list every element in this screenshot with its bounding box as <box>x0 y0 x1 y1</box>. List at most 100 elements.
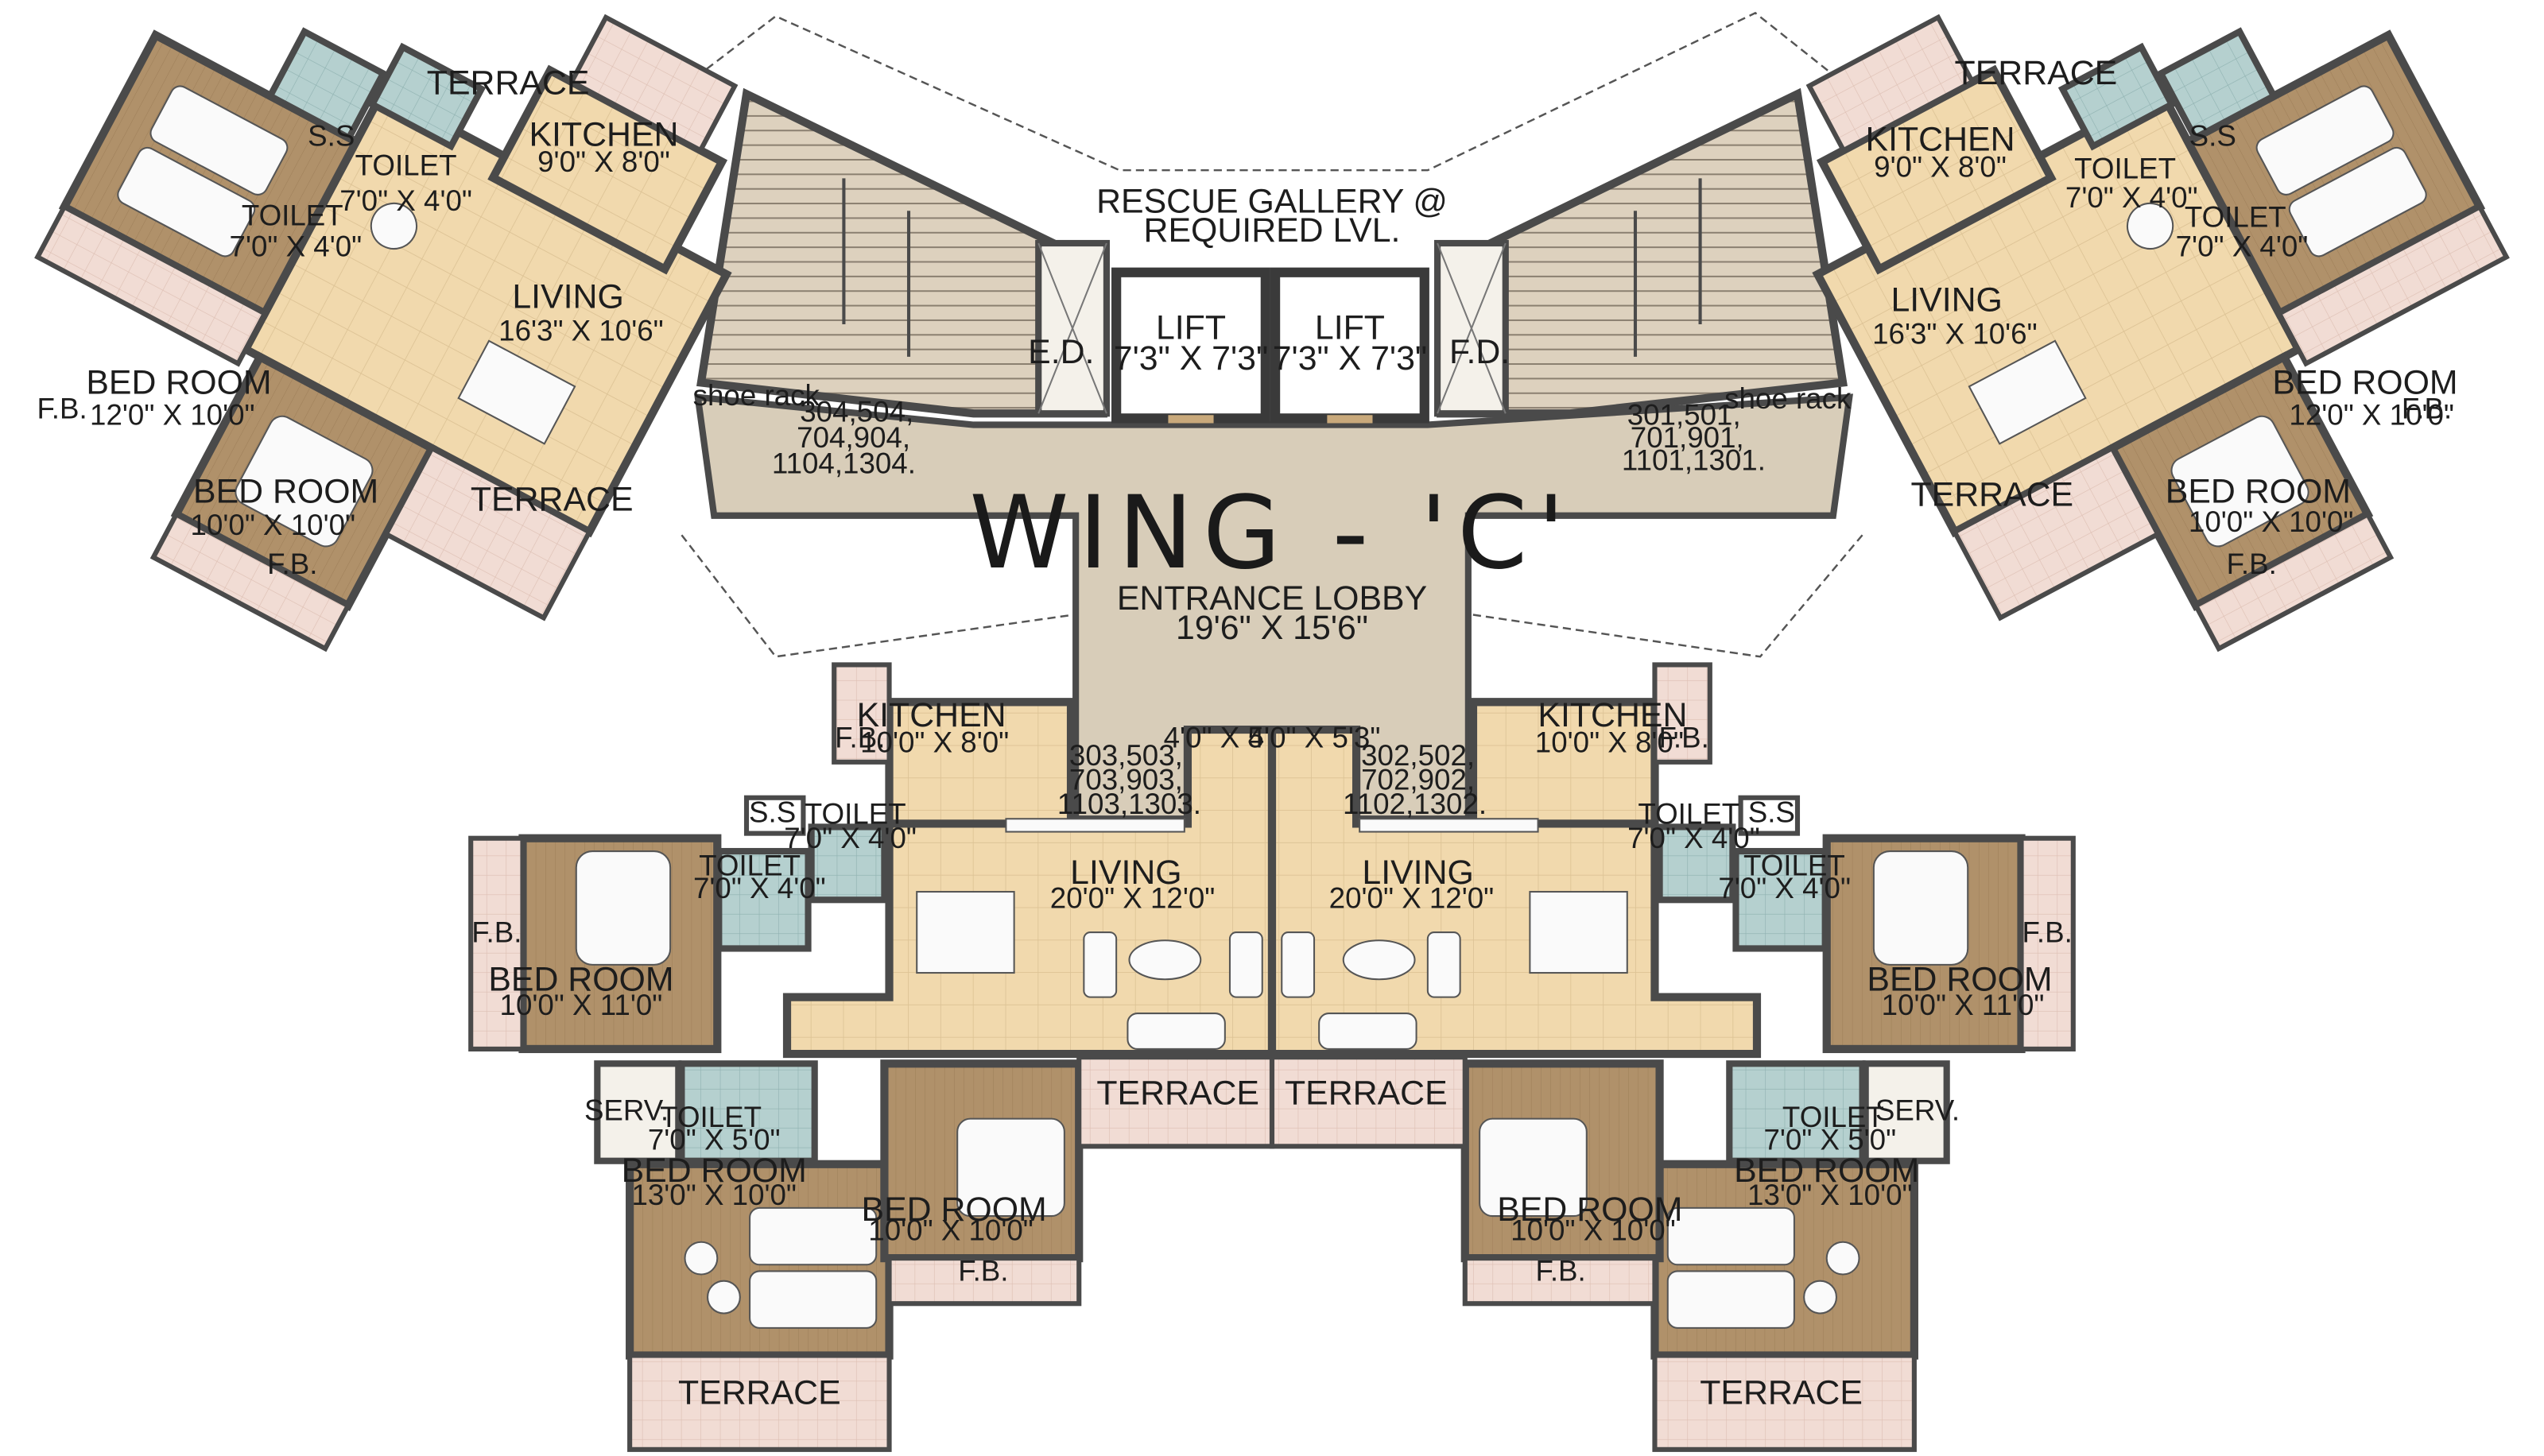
unit-top-left: TERRACE KITCHEN 9'0" X 8'0" S.S TOILET 7… <box>34 14 916 652</box>
tl-shoe-rack: shoe rack <box>693 379 820 412</box>
tr-flats-2: 701,901, <box>1631 421 1744 454</box>
bl-flats-3: 1103,1303. <box>1057 788 1201 820</box>
tr-living-size: 16'3" X 10'6" <box>1872 317 2038 350</box>
bl-toilet-b-size: 7'0" X 4'0" <box>693 872 826 904</box>
bl-kitchen-name: KITCHEN <box>857 696 1006 734</box>
unit-bottom-left: KITCHEN 10'0" X 8'0" 4'0" X 5'3" 303,503… <box>468 662 1296 1452</box>
toilet-bottom-left-c <box>678 1060 818 1164</box>
wing-title: WING - 'C' <box>969 474 1574 591</box>
tr-terrace-bottom: TERRACE <box>1910 476 2073 514</box>
fb-bottom-right-1 <box>2019 835 2076 1051</box>
tl-bed2-name: BED ROOM <box>193 472 378 510</box>
terrace-top-right-upper <box>1805 14 1976 154</box>
bl-bed2-name: BED ROOM <box>622 1152 807 1190</box>
br-toilet-c-name: TOILET <box>1782 1101 1884 1133</box>
bl-bed1-size: 10'0" X 11'0" <box>500 989 663 1021</box>
br-ss: S.S <box>1748 796 1795 828</box>
tl-flats-3: 1104,1304. <box>772 447 916 480</box>
fb-top-right-1 <box>2275 203 2510 367</box>
tr-kitchen-size: 9'0" X 8'0" <box>1874 150 2007 183</box>
tl-terrace-top: TERRACE <box>427 64 590 102</box>
unit-bottom-right: KITCHEN 10'0" X 8'0" 4'0" X 5'3" 302,502… <box>1248 662 2076 1452</box>
tr-terrace-top: TERRACE <box>1955 54 2118 92</box>
tl-toilet-b-name: TOILET <box>355 149 457 181</box>
terrace-bottom-left-2 <box>627 1353 892 1452</box>
toilet-bottom-right-a <box>1656 823 1736 904</box>
terrace-top-left-lower <box>382 444 593 622</box>
tl-bed2-size: 10'0" X 10'0" <box>191 509 356 541</box>
br-toilet-c-size: 7'0" X 5'0" <box>1763 1123 1896 1156</box>
br-toilet-b-size: 7'0" X 4'0" <box>1718 872 1851 904</box>
fb-top-left-1 <box>34 203 269 367</box>
tr-living-name: LIVING <box>1891 281 2002 319</box>
tl-toilet-a-name: TOILET <box>242 199 343 232</box>
bl-flats-1: 303,503, <box>1069 739 1183 772</box>
toilet-top-left-b <box>367 42 487 151</box>
tr-bed2-name: BED ROOM <box>2166 472 2351 510</box>
br-living-size: 20'0" X 12'0" <box>1329 881 1495 914</box>
br-toilet-b-name: TOILET <box>1743 850 1845 882</box>
br-fb1: F.B. <box>2022 916 2073 948</box>
fb-bottom-left-2 <box>832 662 892 765</box>
kitchen-bottom-left <box>885 698 1076 828</box>
tr-bed1-size: 12'0" X 10'0" <box>2289 399 2454 432</box>
rescue-gallery-line1: RESCUE GALLERY @ <box>1096 182 1448 220</box>
tl-toilet-a-size: 7'0" X 4'0" <box>230 230 363 262</box>
bl-fb1: F.B. <box>471 916 522 948</box>
tl-flats-1: 304,504, <box>800 395 913 428</box>
br-terrace-2: TERRACE <box>1700 1374 1863 1412</box>
tl-ss: S.S <box>308 120 355 153</box>
tl-living-name: LIVING <box>512 278 623 316</box>
central-core: LIFT 7'3" X 7'3" LIFT 7'3" X 7'3" E.D. F… <box>665 11 1867 823</box>
terrace-bottom-right-1 <box>1269 1055 1468 1149</box>
bl-fb3: F.B. <box>958 1255 1008 1288</box>
tl-flats-2: 704,904, <box>797 421 910 454</box>
lift-1 <box>1111 267 1270 424</box>
tl-fb1: F.B. <box>37 392 87 424</box>
ss-bottom-left <box>743 795 806 836</box>
lift-2-size: 7'3" X 7'3" <box>1273 339 1427 378</box>
bl-living-name: LIVING <box>1070 854 1181 892</box>
ss-bottom-right <box>1738 795 1801 836</box>
br-toilet-a-name: TOILET <box>1638 797 1739 830</box>
bl-bed2-size: 13'0" X 10'0" <box>631 1179 797 1211</box>
tl-living-size: 16'3" X 10'6" <box>498 314 664 347</box>
br-bed2-size: 13'0" X 10'0" <box>1747 1179 1913 1211</box>
tr-toilet-b-name: TOILET <box>2185 201 2286 234</box>
tl-fb2: F.B. <box>267 548 317 580</box>
tr-bed1-name: BED ROOM <box>2272 364 2457 402</box>
br-kitchen-size: 10'0" X 8'0" <box>1535 726 1684 759</box>
tl-toilet-b-size: 7'0" X 4'0" <box>339 184 472 217</box>
tr-toilet-a-size: 7'0" X 4'0" <box>2065 181 2198 214</box>
tr-fb2: F.B. <box>2227 548 2277 580</box>
br-toilet-a-size: 7'0" X 4'0" <box>1627 822 1760 854</box>
tr-kitchen-name: KITCHEN <box>1866 121 2015 159</box>
tr-fb1: F.B. <box>2402 392 2452 424</box>
tr-bed2-size: 10'0" X 10'0" <box>2189 505 2354 538</box>
rescue-gallery-outline <box>665 11 1867 172</box>
tr-shoe-rack: shoe rack <box>1724 382 1852 415</box>
bl-toilet-c-name: TOILET <box>660 1101 762 1133</box>
br-flats-2: 702,902, <box>1361 764 1475 796</box>
tl-terrace-bottom: TERRACE <box>471 481 634 519</box>
tl-kitchen-name: KITCHEN <box>529 116 678 154</box>
lift-1-name: LIFT <box>1156 308 1226 347</box>
terrace-top-right-lower <box>1951 444 2162 622</box>
bl-kitchen-size: 10'0" X 8'0" <box>860 726 1009 759</box>
bl-bed1-name: BED ROOM <box>488 960 673 998</box>
unit-top-right: TERRACE KITCHEN 9'0" X 8'0" S.S TOILET 7… <box>1622 14 2510 652</box>
bl-serv: SERV. <box>584 1094 669 1127</box>
br-kitchen-name: KITCHEN <box>1538 696 1687 734</box>
electrical-duct-label: E.D. <box>1028 333 1094 371</box>
br-bed3-size: 10'0" X 10'0" <box>1510 1214 1676 1247</box>
fb-bottom-left-1 <box>468 835 525 1051</box>
toilet-top-right-b <box>2057 42 2177 151</box>
fire-duct-label: F.D. <box>1449 333 1510 371</box>
tr-flats-3: 1101,1301. <box>1622 444 1766 477</box>
br-fb2: F.B. <box>1659 721 1709 753</box>
tr-toilet-b-size: 7'0" X 4'0" <box>2176 230 2309 262</box>
bl-toilet-a-size: 7'0" X 4'0" <box>784 822 917 854</box>
bl-terrace-1: TERRACE <box>1096 1074 1259 1112</box>
br-flats-1: 302,502, <box>1361 739 1475 772</box>
fb-bottom-left-3 <box>886 1256 1082 1307</box>
